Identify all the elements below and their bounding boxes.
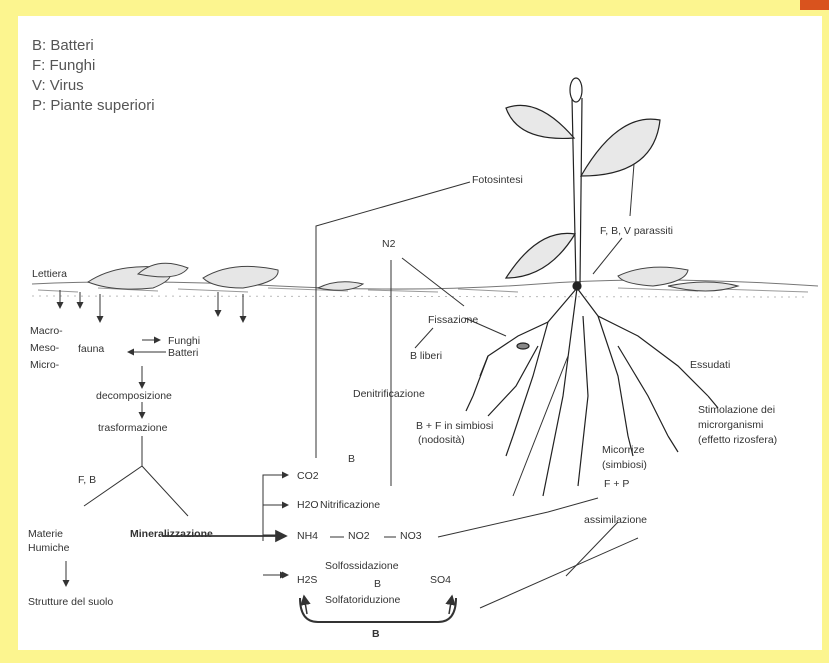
label-so4: SO4 xyxy=(430,574,451,586)
label-micorrize-1: Micorrize xyxy=(602,444,645,456)
label-macro: Macro- xyxy=(30,325,63,337)
label-b-sulfur: B xyxy=(374,578,381,590)
label-nh4: NH4 xyxy=(297,530,318,542)
label-b-liberi: B liberi xyxy=(410,350,442,362)
label-stimolazione-3: (effetto rizosfera) xyxy=(698,434,777,446)
label-essudati: Essudati xyxy=(690,359,730,371)
label-trasformazione: trasformazione xyxy=(98,422,167,434)
label-h2s: H2S xyxy=(297,574,317,586)
label-parassiti: F, B, V parassiti xyxy=(600,225,673,237)
label-meso: Meso- xyxy=(30,342,59,354)
legend-item-batteri: B: Batteri xyxy=(32,36,155,56)
label-co2: CO2 xyxy=(297,470,319,482)
legend-item-funghi: F: Funghi xyxy=(32,56,155,76)
label-simbiosi-2: (nodosità) xyxy=(418,434,465,446)
label-solfatoriduzione: Solfatoriduzione xyxy=(325,594,400,606)
label-h2o: H2O xyxy=(297,499,319,511)
label-solfossidazione: Solfossidazione xyxy=(325,560,399,572)
label-fp: F + P xyxy=(604,478,629,490)
label-simbiosi-1: B + F in simbiosi xyxy=(416,420,493,432)
legend-item-piante: P: Piante superiori xyxy=(32,96,155,116)
label-assimilazione: assimilazione xyxy=(584,514,647,526)
label-fb: F, B xyxy=(78,474,96,486)
label-stimolazione-2: microrganismi xyxy=(698,419,763,431)
diagram-panel: B: Batteri F: Funghi V: Virus P: Piante … xyxy=(18,16,822,650)
label-fotosintesi: Fotosintesi xyxy=(472,174,523,186)
label-materie-2: Humiche xyxy=(28,542,69,554)
label-materie-1: Materie xyxy=(28,528,63,540)
legend: B: Batteri F: Funghi V: Virus P: Piante … xyxy=(32,36,155,116)
litter-leaves xyxy=(88,263,738,291)
label-fissazione: Fissazione xyxy=(428,314,478,326)
label-n2: N2 xyxy=(382,238,395,250)
label-no3: NO3 xyxy=(400,530,422,542)
label-batteri: Batteri xyxy=(168,347,198,359)
legend-item-virus: V: Virus xyxy=(32,76,155,96)
corner-accent xyxy=(800,0,829,10)
label-nitrificazione: Nitrificazione xyxy=(320,499,380,511)
label-b-bottom: B xyxy=(372,628,380,640)
litter-drop-arrows xyxy=(60,290,243,322)
label-mineralizzazione: Mineralizzazione xyxy=(130,528,213,540)
label-decomposizione: decomposizione xyxy=(96,390,172,402)
label-denitrificazione: Denitrificazione xyxy=(353,388,425,400)
label-fauna: fauna xyxy=(78,343,104,355)
label-b-center: B xyxy=(348,453,355,465)
label-no2: NO2 xyxy=(348,530,370,542)
label-strutture: Strutture del suolo xyxy=(28,596,113,608)
label-stimolazione-1: Stimolazione dei xyxy=(698,404,775,416)
label-micro: Micro- xyxy=(30,359,59,371)
label-funghi: Funghi xyxy=(168,335,200,347)
label-micorrize-2: (simbiosi) xyxy=(602,459,647,471)
label-lettiera: Lettiera xyxy=(32,268,67,280)
